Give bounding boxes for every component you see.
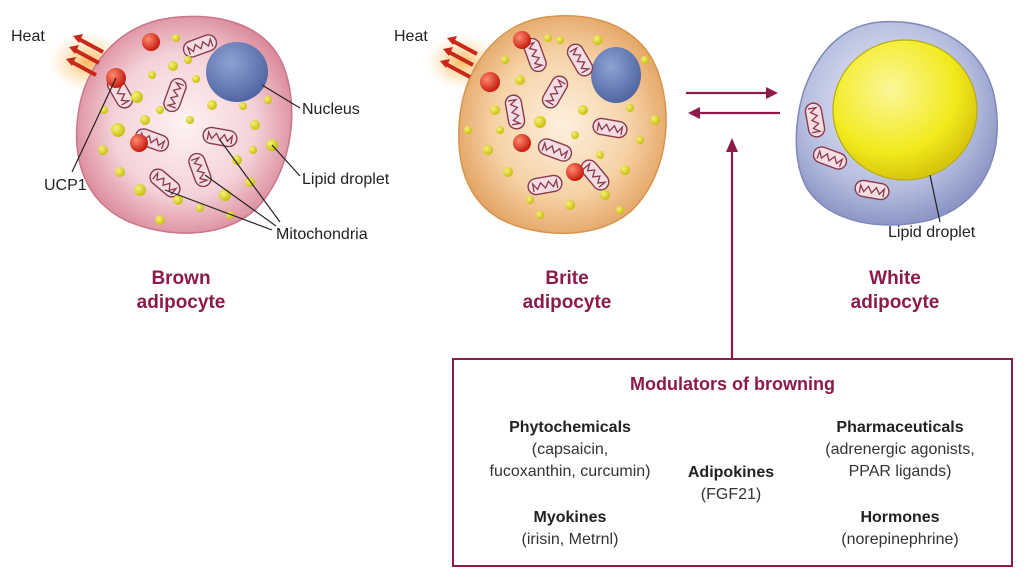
pharmaceuticals-group: Pharmaceuticals (adrenergic agonists, PP…: [780, 417, 1020, 483]
pharmaceuticals-line2: PPAR ligands): [848, 463, 952, 480]
white-title-line1: White: [869, 268, 921, 289]
brite-nucleus: [591, 47, 641, 103]
pharmaceuticals-line1: (adrenergic agonists,: [825, 441, 975, 458]
interconversion-arrows: [686, 87, 780, 358]
myokines-group: Myokines (irisin, Metrnl): [450, 507, 690, 551]
brown-title-line2: adipocyte: [136, 292, 226, 313]
phytochemicals-line2: fucoxanthin, curcumin): [489, 463, 651, 480]
adipokines-line1: (FGF21): [700, 486, 762, 503]
hormones-line1: (norepinephrine): [841, 531, 959, 548]
modulators-box: Modulators of browning Phytochemicals (c…: [452, 358, 1013, 567]
heat-label-brown: Heat: [11, 28, 45, 45]
brown-adipocyte-cell: [48, 15, 301, 234]
phytochemicals-heading: Phytochemicals: [509, 419, 631, 436]
brown-lipid-dots: [98, 34, 278, 225]
nucleus-label: Nucleus: [302, 101, 360, 118]
brite-adipocyte-title: Brite adipocyte: [467, 267, 667, 315]
brite-cell-membrane: [458, 15, 667, 234]
adipokines-heading: Adipokines: [687, 464, 775, 481]
heat-label-brite: Heat: [394, 28, 428, 45]
lipid-droplet-label-white: Lipid droplet: [888, 224, 976, 241]
brown-adipocyte-title: Brown adipocyte: [81, 267, 281, 315]
myokines-heading: Myokines: [533, 509, 607, 526]
white-adipocyte-title: White adipocyte: [795, 267, 995, 315]
white-leader-line: [929, 174, 941, 223]
mitochondria-label: Mitochondria: [276, 226, 368, 243]
brite-adipocyte-cell: [426, 15, 667, 234]
modulators-title: Modulators of browning: [630, 374, 835, 394]
brite-lipid-dots: [464, 34, 660, 219]
myokines-line1: (irisin, Metrnl): [521, 531, 619, 548]
hormones-group: Hormones (norepinephrine): [780, 507, 1020, 551]
brown-nucleus: [206, 42, 268, 102]
phytochemicals-group: Phytochemicals (capsaicin, fucoxanthin, …: [450, 417, 690, 483]
ucp1-label: UCP1: [44, 177, 87, 194]
phytochemicals-line1: (capsaicin,: [531, 441, 609, 458]
hormones-heading: Hormones: [860, 509, 940, 526]
brown-leader-lines: [71, 77, 301, 231]
lipid-droplet-label-brown: Lipid droplet: [302, 171, 390, 188]
white-adipocyte-cell: [795, 20, 998, 226]
brite-title-line1: Brite: [545, 268, 589, 289]
brown-title-line1: Brown: [151, 268, 211, 289]
adipokines-group: Adipokines (FGF21): [611, 462, 851, 506]
brite-title-line2: adipocyte: [522, 292, 612, 313]
pharmaceuticals-heading: Pharmaceuticals: [836, 419, 964, 436]
white-title-line2: adipocyte: [850, 292, 940, 313]
white-lipid-droplet: [832, 39, 978, 181]
brite-ucp1-dots: [480, 31, 584, 181]
